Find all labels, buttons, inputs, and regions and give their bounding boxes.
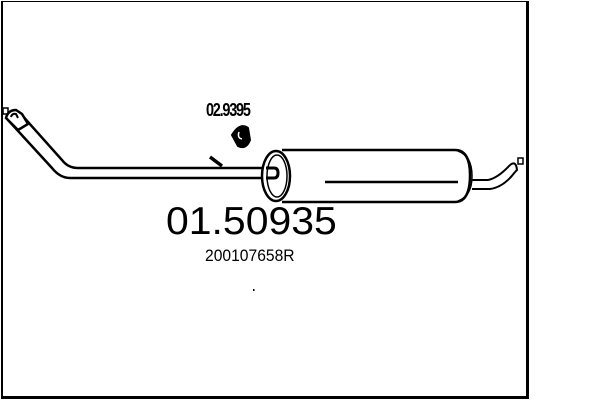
dot-mark (253, 289, 255, 291)
outlet-marker-icon (517, 157, 524, 165)
front-pipe (4, 108, 270, 180)
tail-pipe (472, 162, 519, 190)
accessory-part-number: 02.9395 (206, 100, 251, 120)
muffler-body (260, 148, 473, 204)
oe-reference-number: 200107658R (205, 246, 295, 265)
hanger-mark (208, 155, 224, 168)
diagram-frame (1, 1, 529, 399)
main-part-number: 01.50935 (166, 200, 337, 243)
inlet-marker-icon (2, 107, 9, 115)
rubber-mounting-clamp-icon (230, 125, 252, 149)
